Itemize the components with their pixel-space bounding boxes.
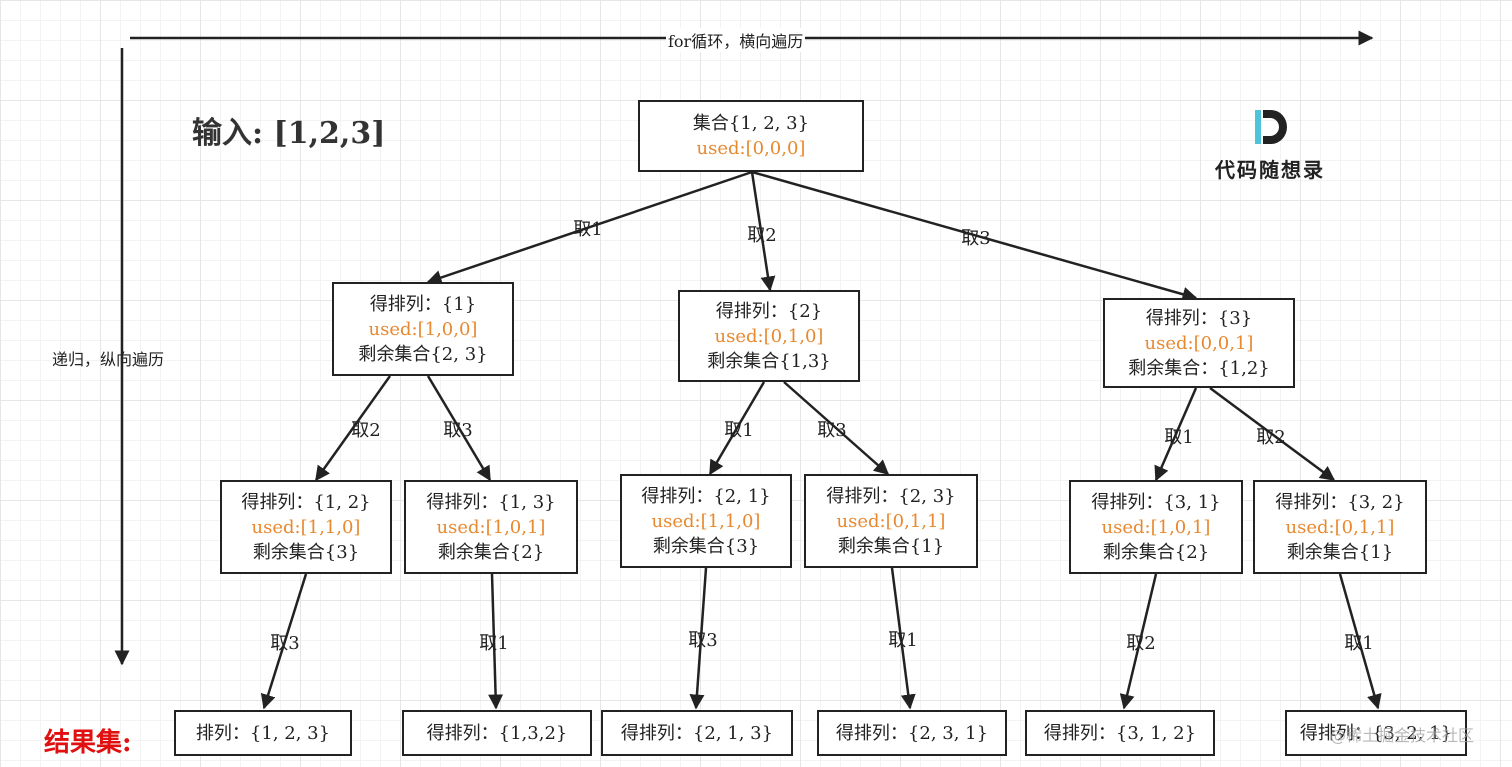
node-remaining: 剩余集合{2, 3} bbox=[358, 343, 488, 365]
result-text: 得排列：{1,3,2} bbox=[426, 722, 568, 744]
result-node: 得排列：{3, 1, 2} bbox=[1025, 710, 1215, 756]
edge-label: 取3 bbox=[443, 420, 473, 441]
l2-node: 得排列：{3, 1} used:[1,0,1] 剩余集合{2} bbox=[1069, 480, 1243, 574]
node-used: used:[1,1,0] bbox=[251, 516, 361, 538]
result-text: 得排列：{2, 1, 3} bbox=[620, 722, 774, 744]
logo: 代码随想录 bbox=[1200, 108, 1340, 183]
node-used: used:[0,1,1] bbox=[836, 510, 946, 532]
l2-node: 得排列：{3, 2} used:[0,1,1] 剩余集合{1} bbox=[1253, 480, 1427, 574]
result-text: 得排列：{2, 3, 1} bbox=[835, 722, 989, 744]
edge-root-l1-1 bbox=[426, 170, 753, 285]
edge-l2-r-4 bbox=[890, 567, 916, 710]
node-remaining: 剩余集合：{1,2} bbox=[1128, 357, 1270, 379]
node-used: used:[0,0,1] bbox=[1144, 332, 1254, 354]
edge-label: 取1 bbox=[888, 630, 918, 651]
edge-l1-l2-4 bbox=[783, 381, 890, 475]
edge-l2-r-1 bbox=[260, 573, 308, 710]
node-used: used:[0,0,0] bbox=[696, 138, 806, 159]
node-permutation: 得排列：{3, 2} bbox=[1275, 491, 1405, 513]
node-remaining: 剩余集合{2} bbox=[437, 541, 545, 563]
edge-l1-l2-3 bbox=[708, 381, 766, 476]
edge-label: 取1 bbox=[573, 219, 603, 240]
edge-l2-r-6 bbox=[1338, 573, 1382, 710]
l2-node: 得排列：{1, 2} used:[1,1,0] 剩余集合{3} bbox=[220, 480, 392, 574]
edge-l2-r-5 bbox=[1119, 573, 1158, 710]
l1-node: 得排列：{1} used:[1,0,0] 剩余集合{2, 3} bbox=[332, 282, 514, 376]
node-used: used:[0,1,0] bbox=[714, 325, 824, 347]
l1-node: 得排列：{3} used:[0,0,1] 剩余集合：{1,2} bbox=[1103, 298, 1295, 388]
node-permutation: 得排列：{2, 1} bbox=[641, 485, 771, 507]
edge-l1-l2-6 bbox=[1209, 386, 1336, 482]
edge-label: 取2 bbox=[351, 420, 381, 441]
node-permutation: 得排列：{2, 3} bbox=[826, 485, 956, 507]
edge-label: 取3 bbox=[688, 630, 718, 651]
node-permutation: 得排列：{1, 3} bbox=[426, 491, 556, 513]
node-remaining: 剩余集合{1} bbox=[837, 535, 945, 557]
edge-label: 取1 bbox=[479, 633, 509, 654]
l2-node: 得排列：{1, 3} used:[1,0,1] 剩余集合{2} bbox=[404, 480, 578, 574]
logo-name: 代码随想录 bbox=[1215, 158, 1325, 182]
node-set: 集合{1, 2, 3} bbox=[692, 113, 810, 134]
node-permutation: 得排列：{1, 2} bbox=[241, 491, 371, 513]
input-label: 输入: [1,2,3] bbox=[192, 116, 386, 151]
node-permutation: 得排列：{3} bbox=[1145, 307, 1253, 329]
edge-l1-l2-1 bbox=[314, 375, 392, 482]
edge-l2-r-2 bbox=[488, 573, 504, 710]
horizontal-axis-label: for循环，横向遍历 bbox=[666, 28, 806, 52]
result-text: 得排列：{3, 2, 1} bbox=[1299, 722, 1453, 744]
result-text: 得排列：{3, 1, 2} bbox=[1043, 722, 1197, 744]
edge-label: 取1 bbox=[1164, 427, 1194, 448]
logo-d-icon bbox=[1253, 108, 1287, 146]
tree-root-node: 集合{1, 2, 3} used:[0,0,0] bbox=[638, 100, 864, 172]
node-permutation: 得排列：{2} bbox=[715, 300, 823, 322]
edge-root-l1-2 bbox=[750, 171, 776, 292]
edge-label: 取3 bbox=[817, 420, 847, 441]
edge-label: 取3 bbox=[270, 633, 300, 654]
node-permutation: 得排列：{1} bbox=[369, 293, 477, 315]
edge-l1-l2-2 bbox=[426, 375, 492, 482]
node-permutation: 得排列：{3, 1} bbox=[1091, 491, 1221, 513]
l2-node: 得排列：{2, 1} used:[1,1,0] 剩余集合{3} bbox=[620, 474, 792, 568]
node-used: used:[0,1,1] bbox=[1285, 516, 1395, 538]
node-remaining: 剩余集合{1} bbox=[1286, 541, 1394, 563]
node-remaining: 剩余集合{3} bbox=[652, 535, 760, 557]
edge-label: 取2 bbox=[747, 225, 777, 246]
result-set-label: 结果集: bbox=[44, 728, 132, 758]
l2-node: 得排列：{2, 3} used:[0,1,1] 剩余集合{1} bbox=[804, 474, 978, 568]
l1-node: 得排列：{2} used:[0,1,0] 剩余集合{1,3} bbox=[678, 290, 860, 382]
result-node: 排列：{1, 2, 3} bbox=[174, 710, 352, 756]
node-used: used:[1,1,0] bbox=[651, 510, 761, 532]
node-remaining: 剩余集合{1,3} bbox=[707, 350, 831, 372]
result-node: 得排列：{3, 2, 1} bbox=[1285, 710, 1467, 756]
watermark: @稀土掘金技术社区 bbox=[1330, 726, 1475, 745]
edge-label: 取1 bbox=[1344, 633, 1374, 654]
edge-l2-r-3 bbox=[689, 567, 708, 710]
node-used: used:[1,0,1] bbox=[1101, 516, 1211, 538]
node-remaining: 剩余集合{3} bbox=[252, 541, 360, 563]
edge-l1-l2-5 bbox=[1154, 387, 1198, 482]
result-node: 得排列：{2, 1, 3} bbox=[601, 710, 793, 756]
node-remaining: 剩余集合{2} bbox=[1102, 541, 1210, 563]
result-text: 排列：{1, 2, 3} bbox=[195, 722, 331, 744]
edge-label: 取1 bbox=[724, 420, 754, 441]
vertical-axis-label: 递归，纵向遍历 bbox=[52, 350, 165, 369]
edge-label: 取2 bbox=[1126, 633, 1156, 654]
edge-label: 取2 bbox=[1256, 427, 1286, 448]
node-used: used:[1,0,1] bbox=[436, 516, 546, 538]
edge-root-l1-3 bbox=[751, 170, 1198, 302]
node-used: used:[1,0,0] bbox=[368, 318, 478, 340]
result-node: 得排列：{2, 3, 1} bbox=[817, 710, 1007, 756]
result-node: 得排列：{1,3,2} bbox=[402, 710, 592, 756]
edge-label: 取3 bbox=[961, 228, 991, 249]
